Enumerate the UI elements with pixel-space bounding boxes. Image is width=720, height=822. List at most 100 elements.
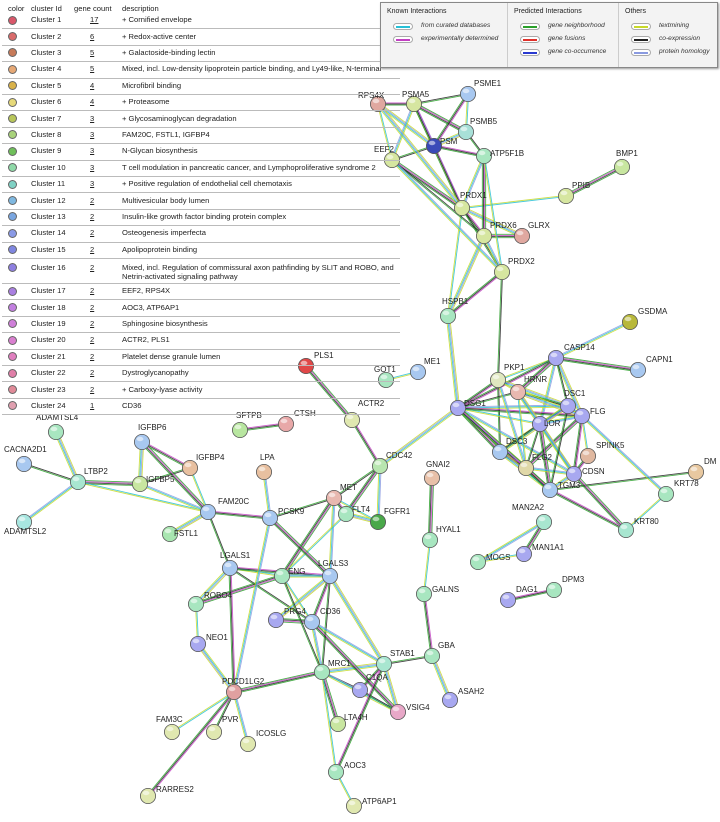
node-fstl1[interactable]: FSTL1 bbox=[161, 526, 199, 543]
node-igfbp5[interactable]: IGFBP5 bbox=[131, 475, 175, 492]
edge-CDSN-KRT80[interactable] bbox=[572, 472, 628, 532]
edge-HYAL1-GALNS[interactable] bbox=[423, 539, 431, 595]
edge-PSM-ATP5F1B[interactable] bbox=[433, 144, 485, 158]
edge-LOR-TGM3[interactable] bbox=[537, 423, 553, 491]
node-casp14[interactable]: CASP14 bbox=[548, 343, 595, 366]
edge-CDC42-MET[interactable] bbox=[333, 465, 381, 499]
gene-count-link[interactable]: 5 bbox=[90, 47, 95, 57]
edge-PRDX2-PKP1[interactable] bbox=[497, 271, 503, 381]
node-pkp1[interactable]: PKP1 bbox=[489, 363, 525, 388]
node-me1[interactable]: ME1 bbox=[409, 357, 441, 380]
node-psme1[interactable]: PSME1 bbox=[459, 79, 502, 103]
node-sftpb[interactable]: SFTPB bbox=[231, 411, 262, 438]
node-lor[interactable]: LOR bbox=[532, 415, 561, 432]
edge-FLG-CDSN[interactable] bbox=[572, 415, 584, 475]
node-prdx2[interactable]: PRDX2 bbox=[493, 257, 535, 280]
gene-count-link[interactable]: 4 bbox=[90, 80, 95, 90]
node-dsc3[interactable]: DSC3 bbox=[491, 437, 528, 460]
edge-PPIB-BMP1[interactable] bbox=[565, 165, 623, 198]
node-fam20c[interactable]: FAM20C bbox=[199, 497, 249, 520]
node-asah2[interactable]: ASAH2 bbox=[441, 687, 485, 709]
edge-LGALS3-CD36[interactable] bbox=[310, 575, 332, 623]
edge-CASP14-DSC1[interactable] bbox=[555, 357, 569, 407]
edge-EEF2-PRDX1[interactable] bbox=[390, 158, 464, 210]
node-lgals3[interactable]: LGALS3 bbox=[318, 559, 349, 585]
node-krt80[interactable]: KRT80 bbox=[618, 517, 659, 539]
edge-FLG2-CDSN[interactable] bbox=[525, 466, 575, 476]
edge-CACNA2D1-LTBP2[interactable] bbox=[23, 463, 79, 483]
node-bmp1[interactable]: BMP1 bbox=[614, 149, 638, 175]
node-glrx[interactable]: GLRX bbox=[514, 221, 550, 244]
edge-MET-PCSK9[interactable] bbox=[269, 497, 335, 519]
edge-RPS4X-EEF2[interactable] bbox=[377, 103, 393, 161]
edge-STAB1-VSIG4[interactable] bbox=[381, 663, 401, 713]
edge-RPS4X-PRDX1[interactable] bbox=[376, 102, 464, 210]
edge-CD36-VSIG4[interactable] bbox=[310, 620, 400, 714]
gene-count-link[interactable]: 2 bbox=[90, 351, 95, 361]
node-mrc1[interactable]: MRC1 bbox=[313, 659, 351, 681]
node-gsdma[interactable]: GSDMA bbox=[622, 307, 668, 330]
node-vsig4[interactable]: VSIG4 bbox=[389, 703, 430, 721]
edge-MET-LGALS3[interactable] bbox=[328, 497, 336, 577]
node-cdsn[interactable]: CDSN bbox=[566, 465, 605, 482]
edge-ADAMTSL4-LTBP2[interactable] bbox=[54, 431, 80, 483]
node-hrnr[interactable]: HRNR bbox=[509, 375, 547, 400]
edge-ENG-LGALS3[interactable] bbox=[282, 574, 330, 578]
edge-DSC3-LOR[interactable] bbox=[499, 423, 541, 453]
gene-count-link[interactable]: 2 bbox=[90, 228, 95, 238]
node-flg2[interactable]: FLG2 bbox=[518, 453, 553, 476]
edge-TGM3-KRT80[interactable] bbox=[549, 488, 627, 532]
gene-count-link[interactable]: 2 bbox=[90, 335, 95, 345]
edge-PDCD1LG2-RARRES2[interactable] bbox=[146, 691, 236, 797]
node-hspb1[interactable]: HSPB1 bbox=[439, 297, 469, 324]
edge-AOC3-STAB1[interactable] bbox=[334, 663, 386, 773]
node-dsg1[interactable]: DSG1 bbox=[449, 399, 486, 416]
gene-count-link[interactable]: 2 bbox=[90, 384, 95, 394]
gene-count-link[interactable]: 17 bbox=[90, 15, 99, 25]
edge-DSC1-TGM3[interactable] bbox=[549, 405, 569, 491]
edge-PSMA5-PSMB5[interactable] bbox=[413, 102, 467, 134]
edge-PDCD1LG2-FAM3C[interactable] bbox=[171, 691, 235, 733]
node-ppib[interactable]: PPIB bbox=[558, 181, 590, 204]
node-cacna2d1[interactable]: CACNA2D1 bbox=[4, 445, 47, 472]
edge-CDC42-FGFR1[interactable] bbox=[376, 465, 382, 523]
node-cdc42[interactable]: CDC42 bbox=[371, 451, 413, 474]
node-pdcd1lg2[interactable]: PDCD1LG2 bbox=[222, 677, 265, 701]
edge-ADAMTSL2-LTBP2[interactable] bbox=[23, 480, 79, 524]
node-eng[interactable]: ENG bbox=[273, 567, 305, 585]
edge-PDCD1LG2-MRC1[interactable] bbox=[233, 669, 323, 695]
edge-ATP5F1B-PRDX2[interactable] bbox=[483, 155, 503, 273]
node-adamtsl2[interactable]: ADAMTSL2 bbox=[4, 514, 47, 536]
edge-GBA-STAB1[interactable] bbox=[383, 655, 433, 665]
edge-PDCD1LG2-ICOSLG[interactable] bbox=[232, 691, 250, 745]
gene-count-link[interactable]: 2 bbox=[90, 302, 95, 312]
gene-count-link[interactable]: 3 bbox=[90, 146, 95, 156]
edge-HRNR-CDSN[interactable] bbox=[516, 390, 576, 476]
node-fam3c[interactable]: FAM3C bbox=[156, 715, 183, 741]
node-mogs[interactable]: MOGS bbox=[469, 553, 510, 571]
edge-CDC42-DSG1[interactable] bbox=[378, 406, 460, 468]
node-pls1[interactable]: PLS1 bbox=[297, 351, 334, 374]
node-dag1[interactable]: DAG1 bbox=[499, 585, 538, 609]
node-prdx6[interactable]: PRDX6 bbox=[475, 221, 517, 244]
gene-count-link[interactable]: 2 bbox=[90, 211, 95, 221]
node-actr2[interactable]: ACTR2 bbox=[343, 399, 385, 428]
node-flg[interactable]: FLG bbox=[574, 407, 606, 424]
edge-PSMA5-PRDX1[interactable] bbox=[412, 103, 464, 209]
edge-FLG-KRT78[interactable] bbox=[580, 414, 668, 496]
edge-CASP14-HRNR[interactable] bbox=[516, 356, 558, 394]
edge-PSMA5-PSME1[interactable] bbox=[413, 93, 469, 105]
gene-count-link[interactable]: 3 bbox=[90, 113, 95, 123]
node-krt78[interactable]: KRT78 bbox=[658, 479, 699, 502]
node-robo4[interactable]: ROBO4 bbox=[187, 591, 233, 613]
edge-LGALS1-ROBO4[interactable] bbox=[194, 566, 232, 606]
edge-KRT78-KRT80[interactable] bbox=[625, 493, 667, 531]
node-igfbp4[interactable]: IGFBP4 bbox=[181, 453, 225, 476]
node-aoc3[interactable]: AOC3 bbox=[327, 761, 366, 781]
